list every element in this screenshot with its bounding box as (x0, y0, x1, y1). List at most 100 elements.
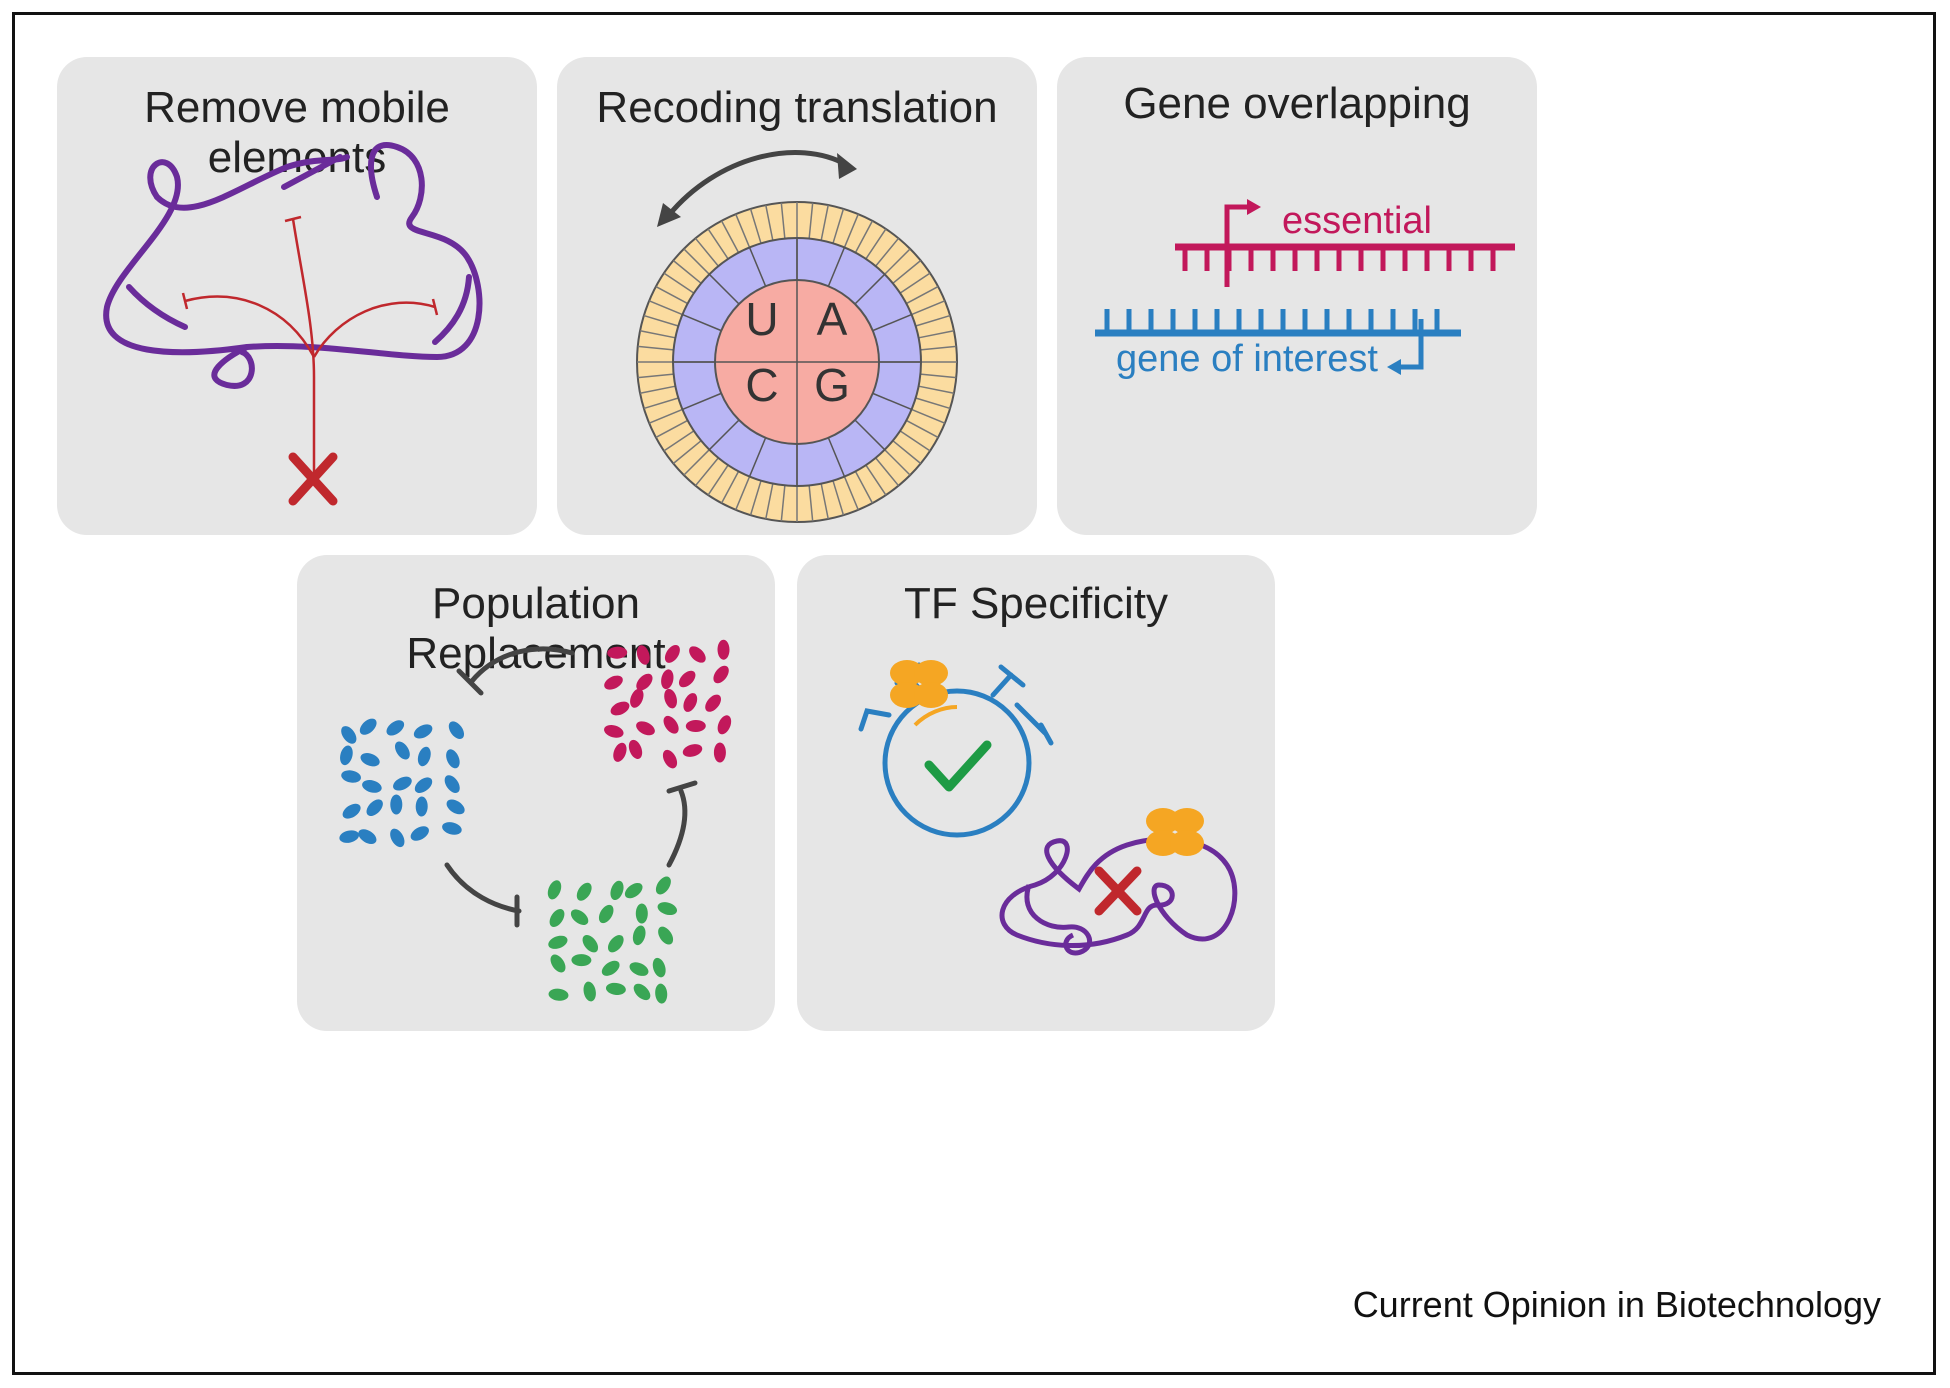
bacterium (360, 753, 380, 767)
bacterium (604, 725, 624, 738)
stopwatch-icon (858, 662, 1054, 838)
bacterium (610, 880, 624, 901)
outer-ring-tick (749, 208, 762, 244)
outer-ring-tick (808, 202, 814, 239)
tf-protein-top (890, 660, 948, 708)
panel-gene-overlapping: Gene overlapping essential gene of inter… (1057, 57, 1537, 535)
inhibition-arrow-icon (666, 788, 688, 868)
outer-ring-tick (694, 237, 719, 267)
bacterium (393, 776, 412, 791)
outer-ring-tick (663, 272, 695, 294)
inhibition-cap-right (431, 298, 439, 316)
bacterium (624, 882, 643, 899)
bacterium (582, 934, 599, 953)
bacterium (658, 926, 674, 945)
inhibition-cap-left (181, 292, 189, 310)
outer-ring-tick (707, 464, 729, 496)
bacterium (630, 688, 644, 708)
codon-wheel: U A C G (636, 150, 958, 523)
bacterium (605, 982, 626, 995)
bacterium (413, 724, 433, 739)
outer-ring-tick (911, 300, 946, 316)
outer-ring-tick (843, 213, 859, 248)
bacterium (550, 954, 566, 973)
arrowhead-left (657, 203, 681, 227)
chromosome-loop-2 (154, 154, 350, 211)
gene-overlap-diagram: essential gene of interest (1095, 199, 1515, 380)
outer-ring-tick (639, 385, 676, 394)
inhibition-line-right (312, 301, 436, 358)
bacterium (629, 962, 649, 976)
population-cycle (339, 639, 732, 1004)
bacterium (417, 746, 431, 767)
tf-diagram (858, 660, 1238, 956)
arrowhead-right (837, 153, 857, 179)
bacterium (689, 646, 706, 663)
outer-ring-tick (843, 476, 859, 511)
outer-ring-tick (720, 471, 740, 504)
bacterium (390, 828, 405, 848)
bacterium (444, 775, 460, 793)
inhibition-arrow-icon (469, 646, 575, 684)
bacterium (570, 909, 589, 925)
bacterium (362, 780, 382, 793)
codon-letter-g: G (814, 359, 850, 411)
middle-ring-tick (872, 313, 912, 332)
outer-ring-tick (918, 385, 955, 394)
inhibition-arrow-icon (444, 862, 522, 914)
bacterium (340, 745, 353, 766)
stopwatch-highlight (913, 705, 958, 727)
outer-ring-tick (648, 300, 683, 316)
chromosome-loop (103, 142, 483, 361)
colony-magenta (604, 639, 732, 769)
bacterium (548, 935, 568, 949)
middle-ring-tick (854, 419, 886, 451)
bacterium (341, 770, 361, 783)
journal-credit: Current Opinion in Biotechnology (1352, 1284, 1881, 1325)
outer-ring-tick (899, 430, 931, 452)
bacterium (607, 935, 624, 953)
bacterium (548, 988, 569, 1001)
figure-frame: Remove mobile elements (12, 12, 1936, 1375)
bacterium (628, 739, 643, 759)
bacterium (366, 799, 383, 817)
bacterium (633, 983, 651, 1001)
dna-loop-tail (1024, 884, 1092, 956)
outer-ring-tick (648, 408, 683, 424)
bacterium (682, 744, 703, 757)
outer-ring-tick (639, 330, 676, 339)
outer-ring-tick (683, 248, 710, 275)
middle-ring-tick (682, 392, 722, 411)
bacterium (571, 954, 592, 967)
mobile-element-left (126, 284, 188, 330)
interest-promoter-arrow (1399, 319, 1424, 370)
outer-ring-tick (884, 449, 911, 476)
mobile-element-right (432, 274, 472, 345)
outer-ring-tick (892, 440, 922, 465)
x-mark-icon (1094, 866, 1142, 916)
outer-ring-tick (832, 208, 845, 244)
bacterium (636, 673, 653, 691)
bacterium (446, 749, 460, 769)
bacterium (632, 925, 646, 946)
check-mark-icon (924, 740, 992, 792)
bacterium (601, 960, 620, 976)
bacterium (683, 693, 698, 712)
panel-title: TF Specificity (903, 579, 1169, 628)
outer-ring-tick (655, 285, 688, 305)
middle-ring-tick (708, 419, 740, 451)
outer-ring-tick (672, 259, 702, 284)
outer-ring-tick (920, 345, 957, 351)
bacterium (390, 794, 403, 815)
outer-ring-tick (884, 248, 911, 275)
middle-ring-tick (827, 437, 846, 477)
outer-ring-tick (892, 259, 922, 284)
panel-population-replacement: Population Replacement (297, 555, 775, 1031)
middle-ring-tick (748, 437, 767, 477)
outer-ring-tick (875, 237, 900, 267)
bacterium (341, 726, 357, 744)
bacterium (636, 721, 655, 736)
bacterium (662, 749, 678, 769)
outer-ring-tick (707, 228, 729, 260)
bacterium (339, 830, 360, 843)
